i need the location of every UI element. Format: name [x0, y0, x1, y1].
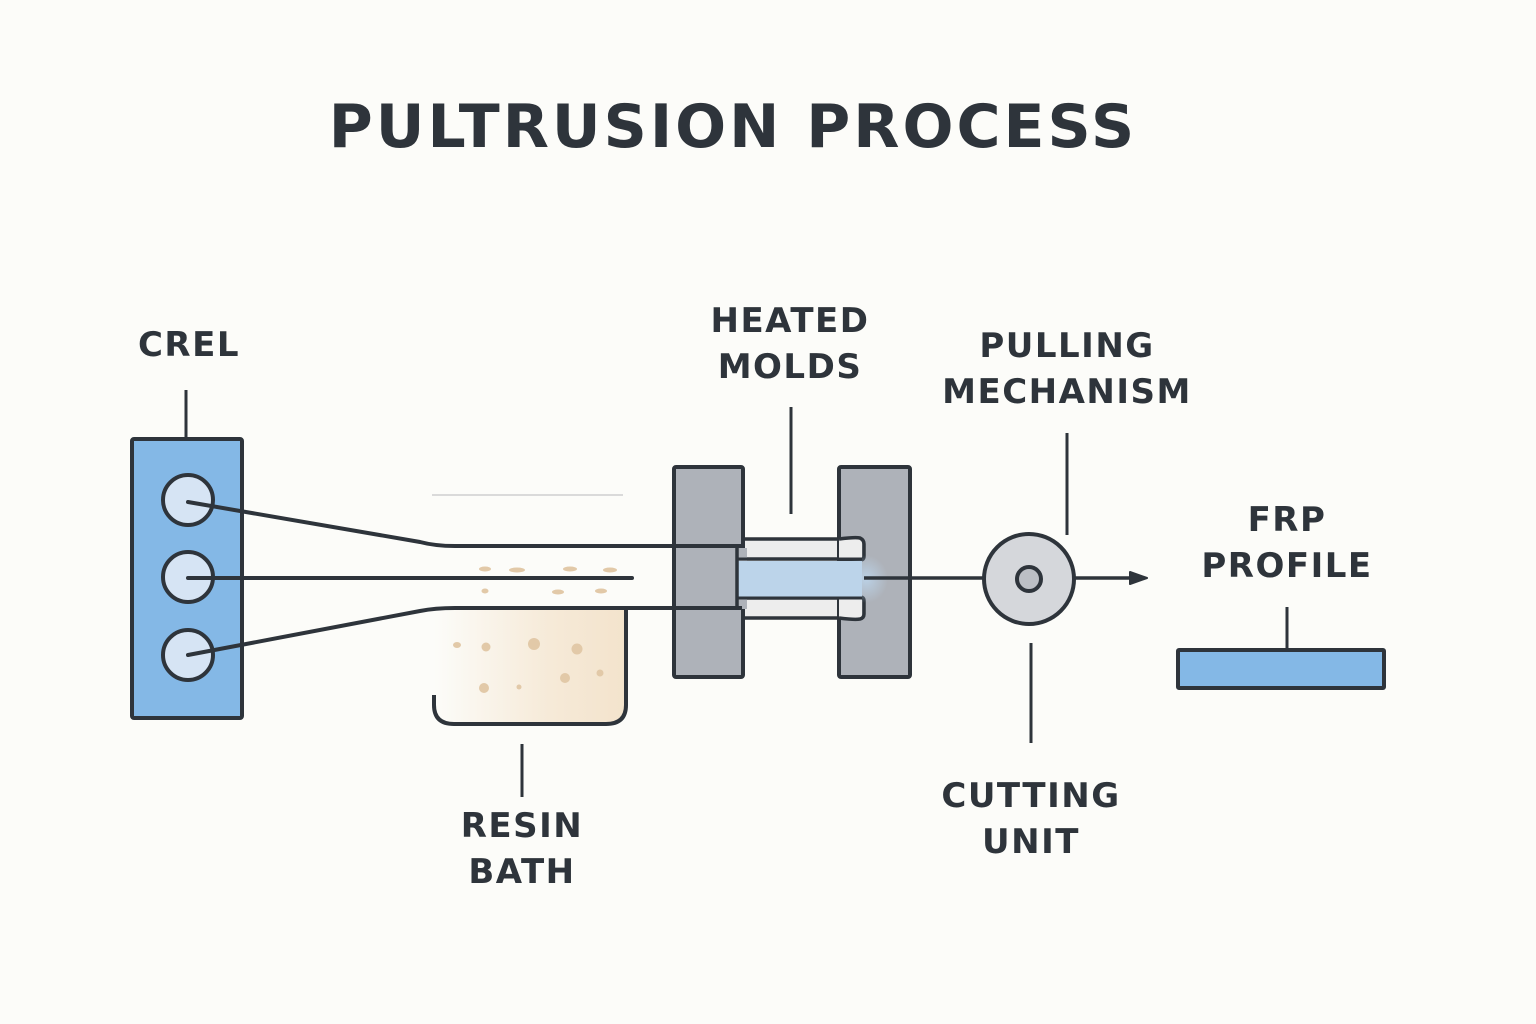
- frp-profile-label: FRP PROFILE: [1201, 497, 1372, 589]
- cutting-unit-label: CUTTING UNIT: [941, 773, 1120, 865]
- heated-molds-label: HEATED MOLDS: [711, 298, 870, 390]
- heated-molds-label-line-1: HEATED: [710, 301, 870, 341]
- process-line: [864, 571, 1148, 585]
- resin-bath-tank: [432, 610, 628, 726]
- creel-label: CREL: [138, 322, 240, 368]
- cutting-unit-label-line-2: UNIT: [982, 822, 1080, 862]
- puller-hub: [1015, 565, 1043, 593]
- heated-molds-label-line-2: MOLDS: [717, 347, 863, 387]
- resin-bath-label-line-1: RESIN: [460, 806, 584, 846]
- resin-bath-label: RESIN BATH: [461, 803, 584, 895]
- resin-bath-label-line-2: BATH: [468, 852, 576, 892]
- frp-profile-label-line-2: PROFILE: [1201, 546, 1373, 586]
- resin-fill: [434, 610, 626, 724]
- frp-profile-label-line-1: FRP: [1247, 500, 1327, 540]
- creel: [130, 390, 244, 720]
- pulling-mechanism: [982, 433, 1076, 626]
- page-title: PULTRUSION PROCESS: [328, 92, 1138, 162]
- frp-profile-bar: [1176, 648, 1386, 690]
- resin-bath: [432, 566, 628, 797]
- heated-molds: [672, 407, 912, 679]
- fiber-strand-bottom: [186, 606, 744, 657]
- pulling-mechanism-label-line-2: MECHANISM: [942, 372, 1192, 412]
- pulling-mechanism-label: PULLING MECHANISM: [942, 323, 1192, 415]
- mold-core: [737, 561, 862, 597]
- output-arrow-head: [1129, 571, 1148, 585]
- fiber-strand-top: [186, 500, 744, 548]
- fiber-strands: [186, 500, 744, 657]
- cutting-unit-label-line-1: CUTTING: [941, 776, 1121, 816]
- spool-top: [161, 473, 215, 527]
- resin-bubbles: [453, 566, 617, 693]
- creel-label-line-1: CREL: [137, 325, 241, 365]
- pulling-mechanism-label-line-1: PULLING: [979, 326, 1155, 366]
- frp-profile: [1176, 607, 1386, 690]
- mold-block-left: [672, 465, 745, 679]
